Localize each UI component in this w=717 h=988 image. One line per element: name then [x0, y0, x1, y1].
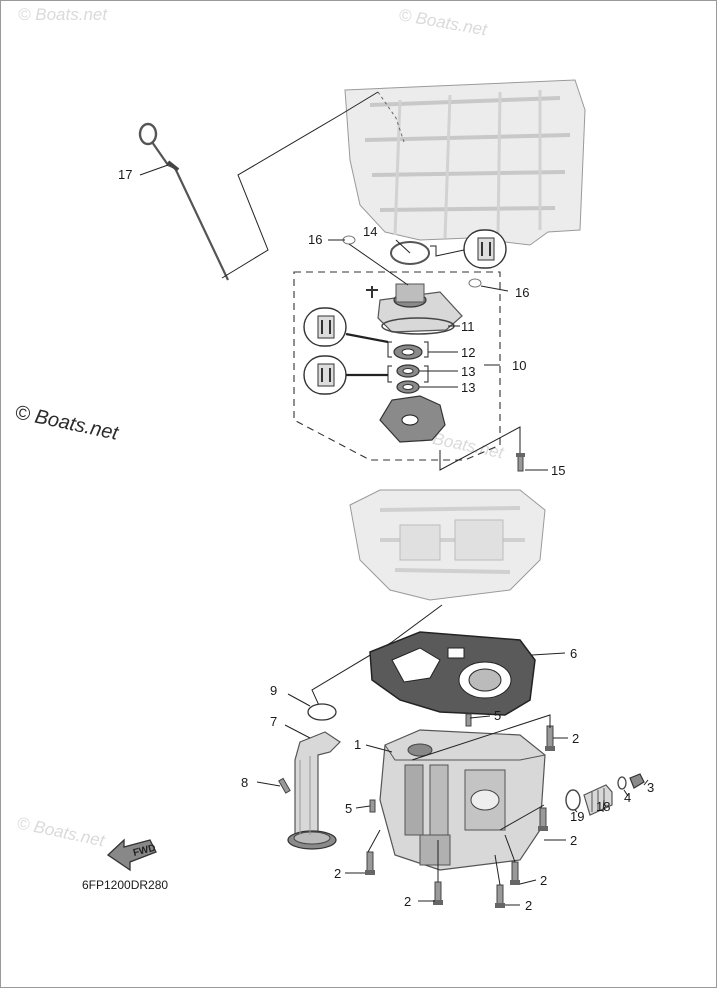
bolt-illustration	[538, 807, 548, 831]
bolt-illustration	[365, 851, 375, 875]
bolt-illustration	[510, 861, 520, 885]
callout-label: 13	[461, 380, 475, 395]
bolt-illustration	[516, 453, 525, 472]
oil-pump-cover-illustration	[366, 283, 463, 333]
fwd-arrow-icon: FWD	[106, 838, 157, 872]
oil-pump-housing-illustration	[379, 395, 446, 443]
dipstick-illustration	[138, 122, 229, 281]
gasket-plate-illustration	[369, 631, 536, 716]
exhaust-guide-illustration	[349, 489, 546, 601]
fwd-label: FWD	[132, 843, 157, 859]
callout-label: 10	[512, 358, 526, 373]
dowel-pin-illustration	[468, 278, 482, 288]
callout-label: 12	[461, 345, 475, 360]
watermark: © Boats.net	[397, 5, 489, 39]
callout-label: 19	[570, 809, 584, 824]
callout-label: 2	[572, 731, 579, 746]
callout-label: 2	[525, 898, 532, 913]
bolt-illustration	[433, 881, 443, 905]
watermark: © Boats.net	[18, 5, 108, 24]
callout-label: 1	[354, 737, 361, 752]
diagram-code: 6FP1200DR280	[82, 878, 168, 892]
seal-detail-bubble	[303, 355, 388, 395]
oil-pan-illustration	[379, 729, 546, 871]
callout-label: 13	[461, 364, 475, 379]
callout-label: 9	[270, 683, 277, 698]
callout-label: 5	[494, 708, 501, 723]
callout-label: 14	[363, 224, 377, 239]
callout-label: 7	[270, 714, 277, 729]
callout-label: 3	[647, 780, 654, 795]
callout-label: 6	[570, 646, 577, 661]
assembly-boundary	[293, 271, 501, 461]
callout-label: 2	[404, 894, 411, 909]
callout-label: 18	[596, 799, 610, 814]
callout-label: 16	[308, 232, 322, 247]
callout-label: 15	[551, 463, 565, 478]
bolt-illustration	[278, 777, 291, 794]
callout-label: 16	[515, 285, 529, 300]
drain-plug-assembly-illustration	[565, 773, 645, 816]
engine-block-illustration	[344, 79, 586, 246]
small-gasket-illustration	[307, 703, 337, 721]
callout-label: 2	[540, 873, 547, 888]
seal-detail-bubble	[303, 307, 389, 347]
bolt-illustration	[465, 713, 472, 727]
o-ring-illustration	[390, 241, 430, 265]
callout-label: 17	[118, 167, 132, 182]
watermark-dark: © Boats.net	[13, 401, 121, 445]
watermark: © Boats.net	[15, 813, 107, 850]
callout-label: 11	[461, 319, 475, 334]
callout-label: 2	[334, 866, 341, 881]
callout-label: 5	[345, 801, 352, 816]
callout-label: 4	[624, 790, 631, 805]
bolt-illustration	[495, 884, 505, 908]
callout-label: 8	[241, 775, 248, 790]
seal-detail-bubble	[430, 229, 507, 269]
oil-strainer-illustration	[287, 731, 341, 850]
bolt-illustration	[369, 799, 376, 813]
callout-label: 2	[570, 833, 577, 848]
